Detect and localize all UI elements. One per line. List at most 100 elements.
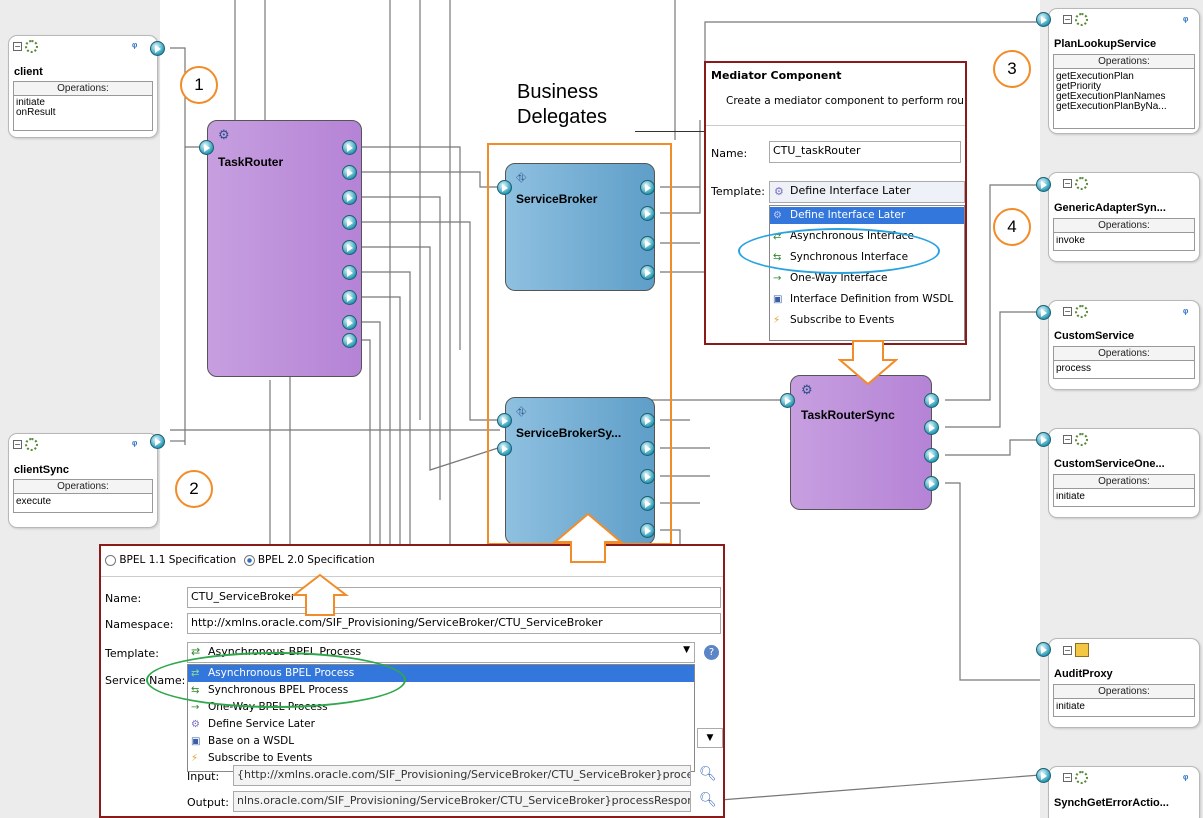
CustomServiceOneWay-port[interactable]	[1036, 432, 1051, 447]
taskrouter-out-port-6[interactable]	[342, 265, 357, 280]
reference-PlanLookupService[interactable]: − ᵠ PlanLookupService Operations: getExe…	[1048, 8, 1200, 134]
reference-gear-icon	[1075, 771, 1088, 784]
operation-item[interactable]: invoke	[1056, 236, 1085, 246]
service-gear-icon	[25, 438, 38, 451]
servicebroker-out-port-4[interactable]	[640, 265, 655, 280]
collapse-icon[interactable]: −	[13, 42, 22, 51]
service-client[interactable]: − ᵠ client Operations: initiate onResult	[8, 35, 158, 138]
collapse-icon[interactable]: −	[13, 440, 22, 449]
taskrouter-in-port[interactable]	[199, 140, 214, 155]
taskrouter-out-port-5[interactable]	[342, 240, 357, 255]
AuditProxy-port[interactable]	[1036, 642, 1051, 657]
namespace-field[interactable]: http://xmlns.oracle.com/SIF_Provisioning…	[187, 613, 721, 634]
taskroutersync-in-port[interactable]	[780, 393, 795, 408]
reference-CustomServiceOneWay[interactable]: − CustomServiceOne... Operations: initia…	[1048, 428, 1200, 518]
taskrouter-out-port-8[interactable]	[342, 315, 357, 330]
wsdl-icon: ▣	[773, 294, 783, 305]
option-base-on-wsdl[interactable]: ▣Base on a WSDL	[188, 733, 694, 750]
collapse-icon[interactable]: −	[1063, 15, 1072, 24]
operations-header: Operations:	[14, 82, 152, 96]
reference-CustomService[interactable]: − ᵠ CustomService Operations: process	[1048, 300, 1200, 390]
client-service-port[interactable]	[150, 41, 165, 56]
taskroutersync-out-port-4[interactable]	[924, 476, 939, 491]
template-select[interactable]: ⚙ Define Interface Later	[769, 181, 965, 203]
option-interface-from-wsdl[interactable]: ▣ Interface Definition from WSDL	[770, 291, 964, 308]
secondary-dropdown-arrow[interactable]: ▼	[697, 728, 723, 748]
PlanLookupService-port[interactable]	[1036, 12, 1051, 27]
operation-item[interactable]: initiate	[1056, 702, 1085, 712]
output-field[interactable]: nlns.oracle.com/SIF_Provisioning/Service…	[233, 791, 691, 812]
servicebroker-out-port-2[interactable]	[640, 206, 655, 221]
option-label: Subscribe to Events	[208, 752, 313, 764]
taskrouter-out-port-1[interactable]	[342, 140, 357, 155]
operations-box: Operations: process	[1053, 346, 1195, 379]
operation-item[interactable]: onResult	[16, 108, 56, 118]
operation-item[interactable]: process	[1056, 364, 1092, 374]
taskroutersync-out-port-2[interactable]	[924, 420, 939, 435]
servicebroker-out-port-1[interactable]	[640, 180, 655, 195]
reference-header: −	[1063, 177, 1088, 190]
name-field[interactable]: CTU_taskRouter	[769, 141, 961, 163]
taskroutersync-out-port-1[interactable]	[924, 393, 939, 408]
option-define-interface-later[interactable]: ⚙Define Interface Later	[770, 207, 964, 224]
operations-box: Operations: execute	[13, 479, 153, 513]
collapse-icon[interactable]: −	[1063, 435, 1072, 444]
GenericAdapterSync-port[interactable]	[1036, 177, 1051, 192]
operation-item[interactable]: getExecutionPlanNames	[1056, 92, 1166, 102]
callout-number-3: 3	[993, 50, 1031, 88]
name-field[interactable]: CTU_ServiceBroker	[187, 587, 721, 608]
servicebroker-in-port[interactable]	[497, 180, 512, 195]
reference-title: CustomServiceOne...	[1054, 458, 1165, 470]
collapse-icon[interactable]: −	[1063, 645, 1072, 655]
output-search-icon[interactable]: 🔍︎	[699, 792, 717, 808]
radio-bpel20[interactable]	[243, 554, 255, 566]
lightning-icon: ⚡	[191, 753, 199, 764]
bpel-ServiceBroker[interactable]: ⛗ ServiceBroker	[505, 163, 655, 291]
operation-item[interactable]: initiate	[16, 98, 45, 108]
operation-item[interactable]: getExecutionPlanByNa...	[1056, 102, 1167, 112]
servicebrokersync-out-port-2[interactable]	[640, 441, 655, 456]
collapse-icon[interactable]: −	[1063, 179, 1072, 188]
service-clientSync[interactable]: − ᵠ clientSync Operations: execute	[8, 433, 158, 528]
operation-item[interactable]: getPriority	[1056, 82, 1102, 92]
servicebrokersync-out-port-1[interactable]	[640, 413, 655, 428]
servicebrokersync-out-port-3[interactable]	[640, 469, 655, 484]
gear-icon: ⚙	[191, 719, 200, 730]
taskrouter-out-port-9[interactable]	[342, 333, 357, 348]
option-label: Interface Definition from WSDL	[790, 293, 954, 305]
help-icon[interactable]: ?	[704, 645, 719, 660]
radio-bpel11-label: BPEL 1.1 Specification	[119, 554, 237, 566]
input-field[interactable]: {http://xmlns.oracle.com/SIF_Provisionin…	[233, 765, 691, 786]
servicebrokersync-out-port-5[interactable]	[640, 523, 655, 538]
option-one-way-interface[interactable]: →One-Way Interface	[770, 270, 964, 287]
collapse-icon[interactable]: −	[1063, 773, 1072, 782]
operation-item[interactable]: initiate	[1056, 492, 1085, 502]
one-way-arrow-icon: →	[191, 702, 200, 713]
operation-item[interactable]: getExecutionPlan	[1056, 72, 1134, 82]
collapse-icon[interactable]: −	[1063, 307, 1072, 316]
mediator-TaskRouter[interactable]: ⚙ TaskRouter	[207, 120, 362, 377]
reference-AuditProxy[interactable]: − AuditProxy Operations: initiate	[1048, 638, 1200, 728]
servicebrokersync-in-port-2[interactable]	[497, 441, 512, 456]
servicebroker-out-port-3[interactable]	[640, 236, 655, 251]
callout-number-4: 4	[993, 208, 1031, 246]
operation-item[interactable]: execute	[16, 497, 52, 507]
CustomService-port[interactable]	[1036, 305, 1051, 320]
servicebrokersync-out-port-4[interactable]	[640, 496, 655, 511]
option-subscribe-to-events[interactable]: ⚡ Subscribe to Events	[188, 750, 694, 767]
SynchGetErrorAction-port[interactable]	[1036, 768, 1051, 783]
servicebrokersync-in-port-1[interactable]	[497, 413, 512, 428]
input-search-icon[interactable]: 🔍︎	[699, 766, 717, 782]
taskrouter-out-port-2[interactable]	[342, 165, 357, 180]
taskrouter-out-port-4[interactable]	[342, 215, 357, 230]
option-define-service-later[interactable]: ⚙Define Service Later	[188, 716, 694, 733]
clientSync-service-port[interactable]	[150, 434, 165, 449]
taskrouter-out-port-3[interactable]	[342, 190, 357, 205]
option-subscribe-to-events[interactable]: ⚡Subscribe to Events	[770, 312, 964, 329]
taskroutersync-out-port-3[interactable]	[924, 448, 939, 463]
mediator-TaskRouterSync[interactable]: ⚙ TaskRouterSync	[790, 375, 932, 510]
reference-SynchGetErrorAction[interactable]: − ᵠ SynchGetErrorActio...	[1048, 766, 1200, 818]
reference-GenericAdapterSync[interactable]: − GenericAdapterSyn... Operations: invok…	[1048, 172, 1200, 262]
radio-bpel11[interactable]	[105, 554, 116, 566]
taskrouter-out-port-7[interactable]	[342, 290, 357, 305]
